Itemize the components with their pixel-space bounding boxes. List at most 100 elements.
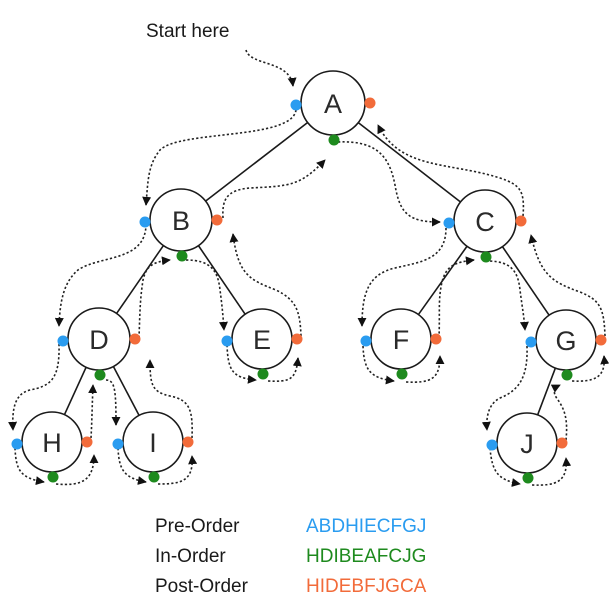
in-order-dot-C	[480, 251, 492, 263]
traversal-E-post-to-B-post	[229, 233, 302, 337]
traversal-I-pre-to-I-in	[117, 447, 147, 485]
legend-name: In-Order	[155, 546, 226, 567]
node-label: E	[253, 325, 271, 355]
traversal-F-in-to-F-post	[405, 355, 445, 383]
traversal-A-in-to-C-pre	[337, 141, 441, 227]
in-order-dot-I	[148, 471, 160, 483]
tree-node-E: E	[231, 308, 293, 370]
traversal-B-pre-to-D-pre	[54, 223, 147, 327]
traversal-F-pre-to-F-in	[362, 345, 395, 385]
traversal-start	[245, 49, 297, 87]
tree-edges	[63, 121, 557, 416]
edge-C-G	[501, 246, 550, 316]
node-label: G	[555, 326, 576, 356]
post-order-dot-D	[129, 333, 141, 345]
post-order-dot-J	[556, 437, 568, 449]
in-order-dot-A	[328, 134, 340, 146]
in-order-dot-J	[522, 472, 534, 484]
traversal-C-in-to-G-pre	[489, 260, 529, 331]
visit-markers	[11, 97, 607, 484]
traversal-H-post-to-D-in	[88, 384, 98, 439]
traversal-J-pre-to-J-in	[489, 447, 521, 487]
node-label: C	[475, 207, 495, 237]
post-order-dot-G	[595, 334, 607, 346]
pre-order-dot-E	[221, 335, 233, 347]
traversal-G-pre-to-J-pre	[481, 345, 528, 431]
in-order-dot-F	[396, 368, 408, 380]
in-order-dot-E	[257, 368, 269, 380]
edge-A-B	[205, 121, 309, 202]
in-order-dot-H	[47, 471, 59, 483]
in-order-dot-G	[561, 369, 573, 381]
edge-D-I	[112, 366, 140, 416]
legend-row-post-order: Post-Order HIDEBFJGCA	[155, 572, 426, 602]
in-order-dot-D	[94, 369, 106, 381]
edge-G-J	[536, 367, 557, 416]
edge-D-H	[63, 366, 87, 416]
traversal-E-pre-to-E-in	[226, 344, 257, 384]
node-label: F	[393, 325, 410, 355]
traversal-H-in-to-H-post	[55, 454, 99, 486]
pre-order-dot-H	[11, 438, 23, 450]
traversal-path	[8, 49, 610, 487]
traversal-F-post-to-C-in	[438, 256, 475, 339]
traversal-D-pre-to-H-pre	[8, 343, 60, 431]
legend-name: Pre-Order	[155, 516, 240, 537]
node-label: J	[520, 429, 534, 459]
traversal-A-pre-to-B-pre	[142, 109, 297, 206]
post-order-dot-F	[430, 333, 442, 345]
traversal-E-in-to-E-post	[267, 357, 302, 383]
tree-node-J: J	[496, 412, 558, 474]
node-label: A	[324, 89, 342, 119]
post-order-dot-I	[182, 436, 194, 448]
node-label: D	[89, 325, 109, 355]
traversal-J-in-to-J-post	[531, 457, 572, 486]
tree-node-A: A	[300, 70, 366, 136]
traversal-H-pre-to-H-in	[14, 447, 45, 486]
in-order-dot-B	[176, 250, 188, 262]
tree-node-C: C	[453, 189, 517, 253]
legend-row-in-order: In-Order HDIBEAFCJG	[155, 542, 426, 572]
tree-node-D: D	[67, 307, 131, 371]
legend-sequence: ABDHIECFGJ	[306, 516, 427, 537]
node-label: H	[42, 428, 62, 458]
tree-node-B: B	[149, 188, 213, 252]
traversal-D-in-to-I-pre	[105, 379, 121, 426]
traversal-G-post-to-C-post	[528, 234, 606, 337]
edge-B-E	[197, 245, 246, 315]
traversal-B-post-to-A-in	[222, 159, 326, 219]
legend-sequence: HDIBEAFCJG	[306, 546, 427, 567]
legend-name: Post-Order	[155, 576, 248, 597]
pre-order-dot-C	[443, 217, 455, 229]
pre-order-dot-D	[57, 335, 69, 347]
tree-node-G: G	[535, 309, 597, 371]
pre-order-dot-B	[139, 216, 151, 228]
pre-order-dot-J	[486, 439, 498, 451]
tree-nodes: A B C D E F G H I J	[21, 70, 597, 474]
post-order-dot-E	[291, 333, 303, 345]
pre-order-dot-A	[290, 99, 302, 111]
tree-node-H: H	[21, 411, 83, 473]
traversal-I-in-to-I-post	[157, 455, 198, 485]
edge-A-C	[357, 121, 462, 203]
pre-order-dot-G	[525, 336, 537, 348]
node-label: B	[172, 206, 190, 236]
post-order-dot-B	[211, 214, 223, 226]
post-order-dot-H	[81, 436, 93, 448]
tree-node-F: F	[370, 308, 432, 370]
pre-order-dot-F	[360, 335, 372, 347]
node-label: I	[149, 428, 157, 458]
traversal-B-in-to-E-pre	[185, 259, 228, 331]
post-order-dot-A	[364, 97, 376, 109]
start-here-label: Start here	[146, 21, 230, 42]
traversal-J-post-to-G-in	[550, 384, 568, 441]
traversal-C-pre-to-F-pre	[357, 227, 447, 327]
pre-order-dot-I	[112, 438, 124, 450]
tree-node-I: I	[122, 411, 184, 473]
legend-row-pre-order: Pre-Order ABDHIECFGJ	[155, 512, 426, 542]
post-order-dot-C	[515, 215, 527, 227]
legend-sequence: HIDEBFJGCA	[306, 576, 427, 597]
traversal-legend: Pre-Order ABDHIECFGJ In-Order HDIBEAFCJG…	[155, 512, 426, 602]
traversal-D-post-to-B-in	[138, 256, 171, 339]
